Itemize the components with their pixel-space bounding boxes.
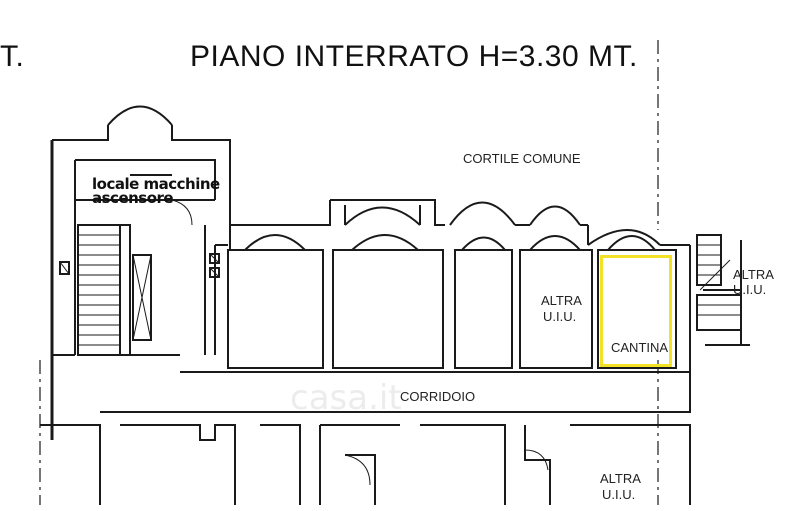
corridor-label: CORRIDOIO — [400, 389, 476, 404]
courtyard-label: CORTILE COMUNE — [463, 151, 581, 166]
other-unit-2-label-line1: ALTRA — [733, 267, 774, 282]
watermark: casa.it — [290, 378, 402, 418]
machine-room-label-line2: ascensore — [92, 189, 174, 207]
other-unit-3-label-line2: U.I.U. — [602, 487, 636, 502]
cellar-label: CANTINA — [611, 340, 669, 355]
cellar-highlight — [600, 255, 672, 367]
other-unit-3-label-line1: ALTRA — [600, 471, 641, 486]
machine-room-label-line1: locale macchine — [92, 175, 220, 193]
left-title-fragment: T. — [0, 40, 25, 73]
other-unit-1-label-line2: U.I.U. — [543, 309, 577, 324]
page-title: PIANO INTERRATO H=3.30 MT. — [190, 40, 638, 73]
other-unit-1-label-line1: ALTRA — [541, 293, 582, 308]
other-unit-2-label-line2: U.I.U. — [733, 282, 767, 297]
